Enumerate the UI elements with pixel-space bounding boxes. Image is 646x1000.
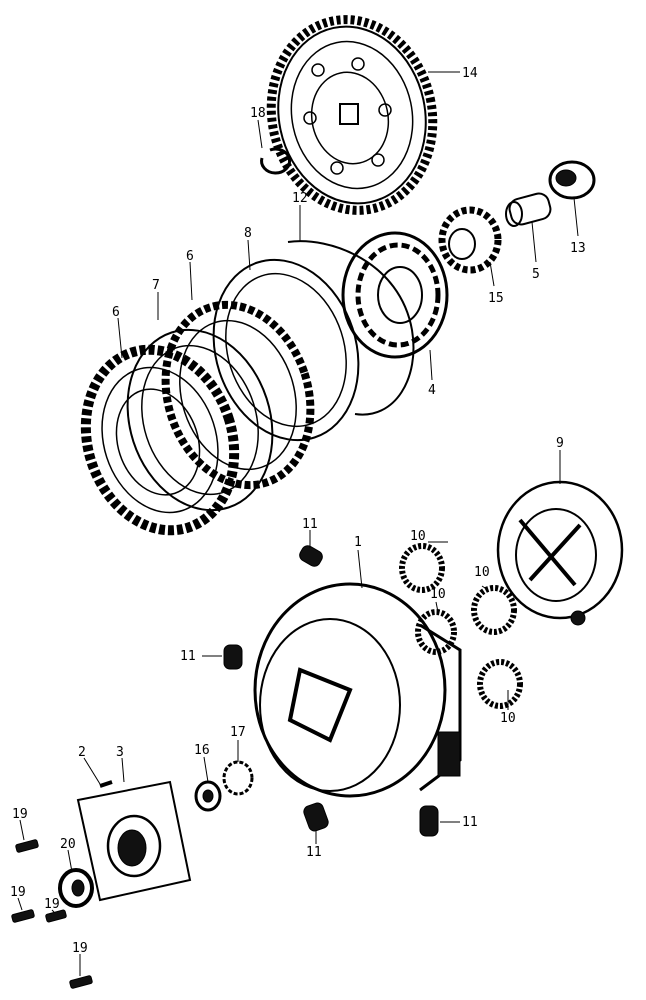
damper-spring [419,805,439,837]
callout-20: 20 [60,837,76,852]
clutch-plate-rear [212,258,360,442]
clutch-plate-front [126,328,274,512]
pressure-plate [496,480,624,626]
primary-drive-gear [438,206,502,274]
oil-seal [58,868,94,908]
clutch-spring [471,585,517,635]
callout-19: 19 [44,897,60,912]
callout-11: 11 [302,517,318,532]
callout-18: 18 [250,106,266,121]
callout-10: 10 [430,587,446,602]
thrust-collar [548,160,596,200]
screw [11,909,35,923]
callout-7: 7 [152,278,160,293]
callout-5: 5 [532,267,540,282]
leader-lines [17,71,579,976]
callout-10: 10 [474,565,490,580]
clutch-springs [399,543,523,709]
callout-16: 16 [194,743,210,758]
bushing [505,192,552,227]
callout-labels: 14 18 12 8 13 5 15 6 7 6 4 9 11 1 10 10 … [10,66,586,956]
callout-8: 8 [244,226,252,241]
callout-12: 12 [292,191,308,206]
screw [45,909,67,923]
callout-10: 10 [500,711,516,726]
callout-19: 19 [10,885,26,900]
callout-6: 6 [112,305,120,320]
screw [15,839,39,853]
callout-14: 14 [462,66,478,81]
callout-11: 11 [306,845,322,860]
screw [69,975,93,989]
callout-4: 4 [428,383,436,398]
friction-disc-middle [161,300,315,490]
callout-13: 13 [570,241,586,256]
callout-19: 19 [72,941,88,956]
clutch-spring [477,659,523,709]
callout-19: 19 [12,807,28,822]
callout-6: 6 [186,249,194,264]
damper-springs [223,545,439,837]
damper-spring [299,545,323,567]
clutch-outer [253,582,462,798]
callout-15: 15 [488,291,504,306]
callout-9: 9 [556,436,564,451]
callout-10: 10 [410,529,426,544]
callout-17: 17 [230,725,246,740]
screws [11,839,93,989]
snap-ring [287,240,415,416]
lock-washer [222,760,254,796]
friction-disc-front [80,344,240,536]
oil-filter-cover [76,780,192,902]
callout-2: 2 [78,745,86,760]
callout-11: 11 [180,649,196,664]
circlip [260,147,292,175]
damper-spring [223,644,243,670]
clutch-spring [399,543,445,593]
callout-3: 3 [116,745,124,760]
clutch-spring [415,609,457,655]
damper-spring [303,802,329,832]
lock-nut [194,780,222,812]
callout-1: 1 [354,535,362,550]
clutch-center [341,231,449,359]
primary-driven-gear [266,15,438,215]
callout-11: 11 [462,815,478,830]
